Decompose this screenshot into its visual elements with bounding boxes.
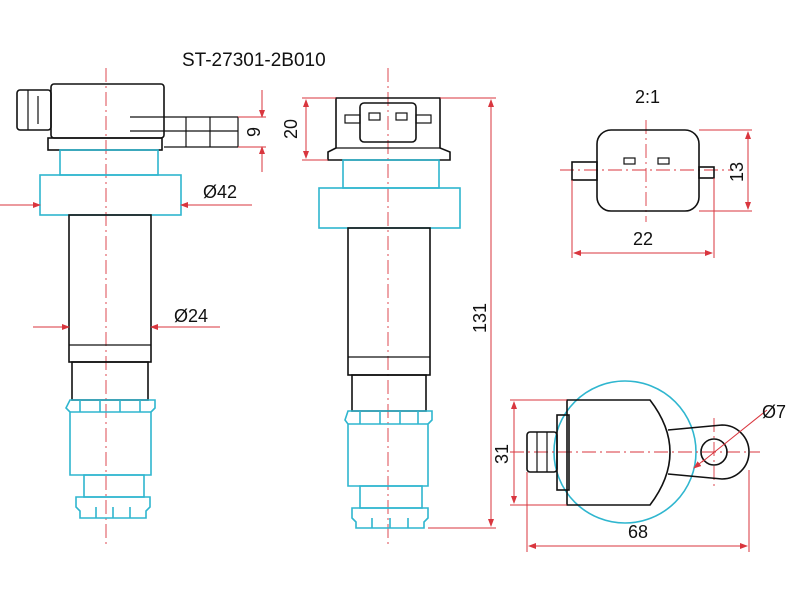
dim-68-label: 68 bbox=[628, 522, 648, 542]
connector-detail-view: 2:1 13 22 bbox=[560, 87, 752, 258]
dim-131-label: 131 bbox=[470, 303, 490, 333]
side-connector bbox=[16, 83, 239, 151]
detail-scale-label: 2:1 bbox=[635, 87, 660, 107]
front-view: 20 131 bbox=[281, 68, 496, 545]
dim-9-label: 9 bbox=[244, 127, 264, 137]
dim-20-label: 20 bbox=[281, 119, 301, 139]
dim-mount-hole-label: Ø7 bbox=[762, 402, 786, 422]
side-tube bbox=[68, 214, 152, 401]
front-boot bbox=[344, 410, 433, 529]
front-connector bbox=[327, 97, 451, 161]
dim-tube-diameter-label: Ø24 bbox=[174, 306, 208, 326]
dim-31-label: 31 bbox=[492, 444, 512, 464]
dim-13-label: 13 bbox=[727, 162, 747, 182]
side-body-flange bbox=[39, 174, 182, 216]
mount-hole bbox=[700, 438, 728, 466]
front-body-flange bbox=[318, 187, 461, 229]
front-upper-collar bbox=[342, 159, 440, 189]
side-boot bbox=[65, 399, 156, 519]
top-view: 31 68 Ø7 bbox=[492, 380, 786, 552]
part-number-title: ST-27301-2B010 bbox=[182, 50, 326, 71]
front-tube bbox=[347, 227, 431, 412]
side-view: 9 Ø42 Ø24 bbox=[0, 68, 266, 545]
dim-22-label: 22 bbox=[633, 229, 653, 249]
side-upper-collar bbox=[59, 149, 159, 176]
dim-body-diameter-label: Ø42 bbox=[203, 182, 237, 202]
